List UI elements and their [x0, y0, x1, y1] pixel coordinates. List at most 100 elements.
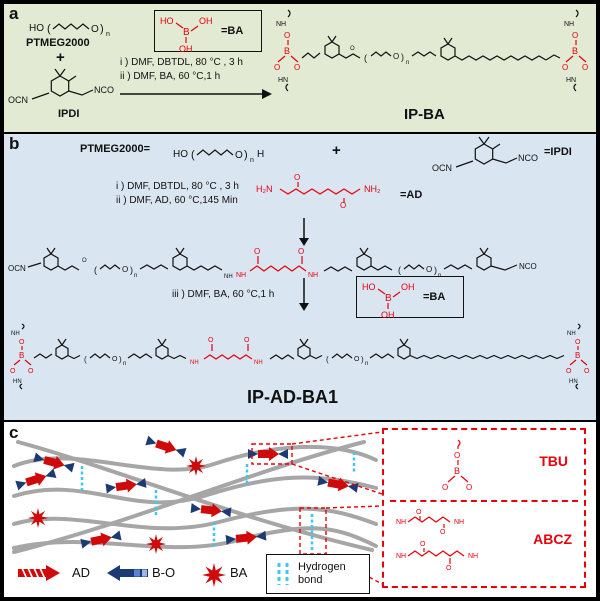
condition-step-3: iii ) DMF, BA, 60 °C,1 h [172, 289, 275, 300]
atom-label: O [82, 258, 87, 264]
atom-label: O [562, 63, 568, 72]
ptmeg-structure: HO ( O ) n H [173, 149, 264, 164]
ptmeg-prefix: PTMEG2000= [80, 143, 151, 155]
panel-label-b: b [9, 134, 20, 153]
atom-label: O [112, 356, 118, 363]
reaction-arrow-right [120, 89, 272, 99]
ad-structure: H₂N O O NH₂ [256, 173, 381, 210]
atom-label: O [254, 247, 260, 256]
atom-label: O [575, 339, 581, 346]
atom-label: HO [362, 282, 376, 292]
atom-label: O [582, 63, 588, 72]
detail-box-divider [390, 500, 578, 502]
atom-label: O [274, 63, 280, 72]
cyclohexane-ring [476, 253, 492, 271]
atom-label: ) [119, 355, 122, 364]
ptmeg-structure: HO ( O ) n [29, 23, 110, 38]
ba-equals-label: =BA [221, 25, 244, 37]
atom-label: H₂N [256, 184, 273, 194]
legend-bo-label: B-O [152, 565, 176, 580]
crosslink-junction [15, 468, 57, 491]
cyclohexane-ring [297, 344, 311, 360]
atom-label: O [566, 368, 572, 375]
bond-detail-box: O B O O TBU NH O O NH NH O O [382, 428, 586, 588]
cyclohexane-ring [356, 253, 372, 271]
cyclohexane-ring [55, 344, 69, 360]
bo-legend-icon [107, 565, 148, 581]
crosslink-junction [80, 530, 122, 549]
abcz-structure: NH O O NH NH O O NH [396, 509, 478, 572]
atom-label: NH [224, 274, 233, 280]
atom-label: HN [278, 77, 288, 84]
atom-label: HO [173, 149, 188, 160]
atom-label: O [208, 337, 214, 344]
crosslink-junction [33, 452, 75, 473]
ip-ad-ba1-product-structure: NH O B O O HN ( O ) n NH [10, 323, 590, 390]
atom-label: OH [199, 16, 213, 26]
atom-label: O [442, 483, 448, 492]
ad-legend-icon [18, 565, 60, 581]
boric-acid-structure: HO B OH OH [160, 16, 213, 54]
atom-label: ) [401, 52, 404, 62]
atom-label: NH₂ [364, 184, 381, 194]
zoom-callout-box-1 [251, 443, 293, 465]
cyclohexane-ring [50, 75, 70, 97]
condition-step-2: ii ) DMF, AD, 60 °C,145 Min [116, 195, 238, 206]
atom-label: n [123, 361, 126, 367]
atom-label: NH [308, 272, 318, 279]
cyclohexane-ring [474, 143, 494, 165]
atom-label: n [406, 60, 409, 66]
atom-label: O [572, 31, 578, 40]
atom-label: H [257, 149, 264, 160]
boric-acid-structure: HO B OH OH [362, 282, 415, 320]
ba-legend-icon [202, 563, 226, 587]
crosslink-junction [190, 503, 232, 518]
atom-label: B [19, 351, 24, 360]
ba-star-icon [186, 456, 206, 476]
atom-label: B [572, 46, 578, 56]
atom-label: O [294, 63, 300, 72]
arrowhead [262, 89, 272, 99]
condition-step-2: ii ) DMF, BA, 60 °C,1 h [120, 71, 221, 82]
polymer-chain-curve [12, 440, 366, 554]
ba-definition-box: HO B OH OH =BA [154, 10, 262, 54]
atom-label: O [416, 509, 422, 516]
boron-crosslink-left: NH O B O O HN [274, 9, 300, 92]
atom-label: O [244, 337, 250, 344]
atom-label: NCO [94, 85, 114, 95]
atom-label: HO [29, 23, 44, 34]
atom-label: ( [326, 355, 329, 364]
atom-label: ) [361, 355, 364, 364]
atom-label: O [454, 451, 460, 460]
prepolymer-structure: OCN O ( O ) n NH NH O O NH [8, 247, 537, 280]
atom-label: OCN [8, 264, 26, 273]
atom-label: n [106, 31, 110, 38]
atom-label: n [134, 273, 137, 279]
atom-label: NH [11, 331, 20, 337]
boron-crosslink-right: NH O B O O HN [566, 323, 590, 390]
condition-step-1: i ) DMF, DBTDL, 80 °C , 3 h [116, 181, 239, 192]
ba-equals-label: =BA [423, 291, 446, 303]
atom-label: O [350, 46, 355, 52]
atom-label: O [354, 356, 360, 363]
atom-label: B [575, 351, 580, 360]
arrowhead [299, 238, 309, 246]
ba-star-icon [28, 508, 48, 528]
condition-step-1: i ) DMF, DBTDL, 80 °C , 3 h [120, 57, 243, 68]
panel-b: b PTMEG2000= HO ( O ) n H + OCN NCO =IPD… [4, 134, 596, 420]
atom-label: HN [13, 379, 22, 385]
crosslink-junction [225, 530, 267, 545]
atom-label: NH [396, 553, 406, 560]
ba-star-icon [146, 534, 166, 554]
atom-label: O [298, 247, 304, 256]
crosslink-junction [317, 475, 359, 493]
atom-label: ( [191, 149, 195, 161]
atom-label: ( [84, 355, 87, 364]
ad-segment: NH O O NH [190, 337, 263, 366]
atom-label: NCO [518, 153, 538, 163]
legend-ba-label: BA [230, 565, 248, 580]
cyclohexane-ring [440, 43, 456, 61]
atom-label: B [183, 27, 190, 38]
crosslink-junction [248, 447, 288, 461]
atom-label: O [393, 52, 399, 61]
